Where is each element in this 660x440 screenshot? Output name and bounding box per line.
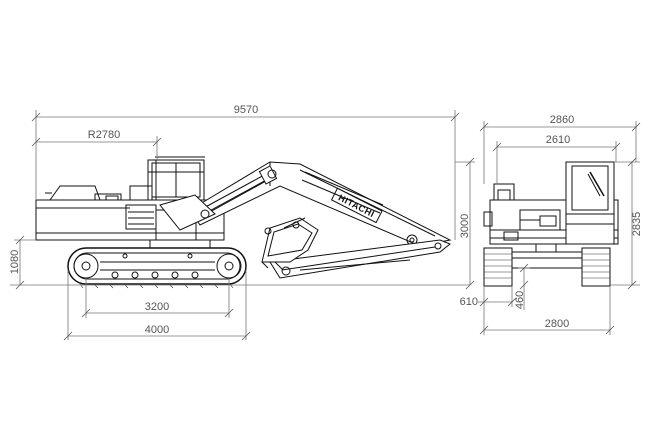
front-view-dimensions: 2860 2610 2835 610 460 2800 [460,114,643,335]
front-view [483,161,619,287]
dim-cab-height: 2835 [631,212,643,236]
arm [269,239,451,279]
engine-hood [45,185,122,201]
dim-tumbler-distance: 3200 [145,301,169,313]
side-crawler-track [67,247,247,285]
dim-upper-width: 2610 [546,134,570,146]
side-cab [129,156,205,201]
front-cab [565,161,615,245]
dim-boom-height: 3000 [459,214,471,238]
dim-track-length: 4000 [145,324,169,336]
dim-shoe-width: 610 [460,296,478,308]
dim-counterweight-clearance: 1080 [9,250,21,274]
bucket [261,217,319,271]
dim-track-gauge-width: 2800 [545,318,569,330]
dim-ground-clearance: 460 [514,291,526,309]
arm-cylinder [301,171,384,214]
dim-overall-length: 9570 [234,104,258,116]
side-view-dimensions: 9570 R2780 3000 1080 3200 4000 [9,104,475,341]
side-view: HITACHI [35,156,452,289]
dim-tail-radius: R2780 [88,129,120,141]
dim-overall-width: 2860 [550,114,574,126]
boom-cylinder [159,165,278,231]
front-left-track [483,247,513,287]
boom [189,161,452,247]
front-right-track [581,247,611,287]
front-undercarriage [511,243,583,269]
